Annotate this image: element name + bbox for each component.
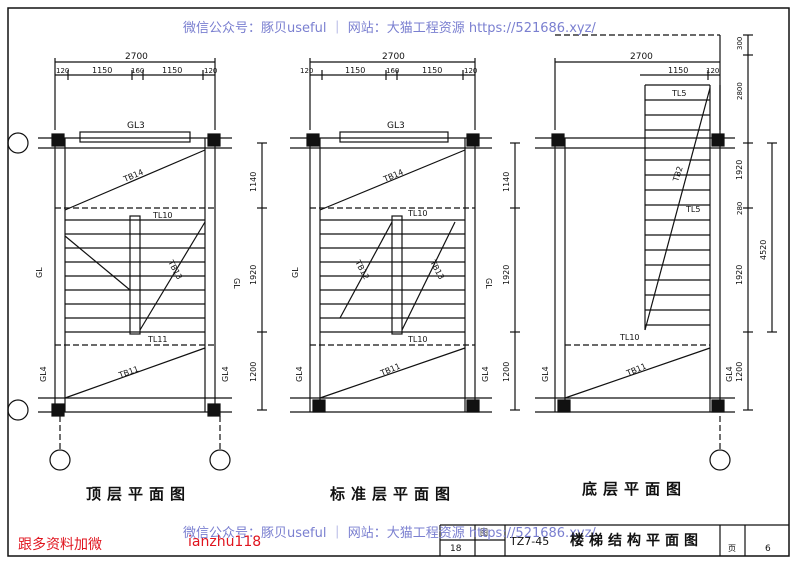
p2-tb11: TB11 — [378, 362, 401, 379]
p2-dim-seg-c: 160 — [386, 67, 399, 75]
p1-dim-1920: 1920 — [249, 265, 258, 285]
title-block-map-label: 图 — [480, 528, 488, 537]
p1-dim-seg-b: 1150 — [92, 66, 112, 75]
title-top-floor: 顶层平面图 — [86, 485, 192, 503]
p2-tb14: TB14 — [381, 168, 404, 185]
p1-tl10: TL10 — [152, 211, 173, 220]
p1-dim-total: 2700 — [125, 52, 148, 62]
p1-gl4-right: GL4 — [221, 366, 230, 382]
p2-dim-1200: 1200 — [502, 362, 511, 382]
p2-dim-total: 2700 — [382, 52, 405, 62]
p3-tl5-mid: TL5 — [685, 205, 700, 214]
title-block-code: TZ7-45 — [509, 535, 549, 548]
p3-dim-1200: 1200 — [735, 362, 744, 382]
p3-dim-total: 2700 — [630, 52, 653, 62]
p2-gl4-left: GL4 — [295, 366, 304, 382]
p2-gl3: GL3 — [387, 121, 405, 131]
p3-dim-300: 300 — [736, 37, 744, 50]
p3-dim-4520: 4520 — [759, 240, 768, 260]
p2-dim-seg-d: 1150 — [422, 66, 442, 75]
p2-dim-seg-a: 120 — [300, 67, 313, 75]
watermark-bottom: 微信公众号：豚贝useful ｜ 网站：大猫工程资源 https://52168… — [183, 526, 596, 541]
promo-account: ianzhu118 — [188, 534, 262, 550]
p2-gl-right: GL — [484, 278, 493, 289]
p2-tl10-a: TL10 — [407, 209, 428, 218]
p2-dim-seg-b: 1150 — [345, 66, 365, 75]
p1-tb11: TB11 — [117, 364, 140, 380]
p2-gl4-right: GL4 — [481, 366, 490, 382]
p1-dim-seg-a: 120 — [56, 67, 69, 75]
plan-ground-floor — [535, 34, 777, 471]
p3-tl10: TL10 — [619, 333, 640, 342]
p3-dim-2800: 2800 — [736, 82, 744, 100]
p2-gl-left: GL — [291, 267, 300, 278]
p3-dim-1920b: 1920 — [735, 265, 744, 285]
title-standard-floor: 标准层平面图 — [330, 485, 457, 503]
p1-tb14: TB14 — [121, 168, 144, 185]
p3-dim-1920a: 1920 — [735, 160, 744, 180]
p3-dim-seg-b: 1150 — [668, 66, 688, 75]
p3-tl5-top: TL5 — [671, 89, 686, 98]
title-block-title: 楼梯结构平面图 — [570, 533, 703, 549]
sheet-border — [7, 7, 790, 557]
p3-tb2: TB2 — [671, 165, 685, 183]
p1-gl4-left: GL4 — [39, 366, 48, 382]
watermark-top: 微信公众号：豚贝useful ｜ 网站：大猫工程资源 https://52168… — [183, 21, 596, 36]
p1-gl-right: GL — [232, 278, 241, 289]
title-block-page-no: 6 — [765, 544, 771, 554]
title-block-page-label: 页 — [728, 544, 736, 553]
p1-gl-left: GL — [35, 267, 44, 278]
p1-dim-1140: 1140 — [249, 172, 258, 192]
title-ground-floor: 底层平面图 — [582, 480, 688, 498]
p2-tb12: TB12 — [353, 258, 371, 281]
p2-dim-1920: 1920 — [502, 265, 511, 285]
p2-dim-seg-e: 120 — [464, 67, 477, 75]
p3-tb11: TB11 — [624, 362, 647, 379]
p1-dim-seg-c: 160 — [131, 67, 144, 75]
plan-standard-floor — [290, 58, 520, 413]
p2-tl10-b: TL10 — [407, 335, 428, 344]
title-block-frame — [439, 524, 789, 556]
p2-tb13: TB13 — [428, 258, 446, 281]
p2-dim-1140: 1140 — [502, 172, 511, 192]
p1-dim-seg-e: 120 — [204, 67, 217, 75]
p1-tl11: TL11 — [147, 335, 168, 344]
p1-gl3: GL3 — [127, 121, 145, 131]
p3-gl4-right: GL4 — [725, 366, 734, 382]
plan-top-floor — [7, 58, 267, 471]
p3-dim-seg-e: 120 — [706, 67, 719, 75]
p1-dim-1200: 1200 — [249, 362, 258, 382]
p1-dim-seg-d: 1150 — [162, 66, 182, 75]
p3-gl4-left: GL4 — [541, 366, 550, 382]
title-block-sheet-no: 18 — [450, 544, 462, 554]
promo-text: 跟多资料加微 — [18, 537, 102, 553]
p3-dim-280: 280 — [736, 202, 744, 215]
